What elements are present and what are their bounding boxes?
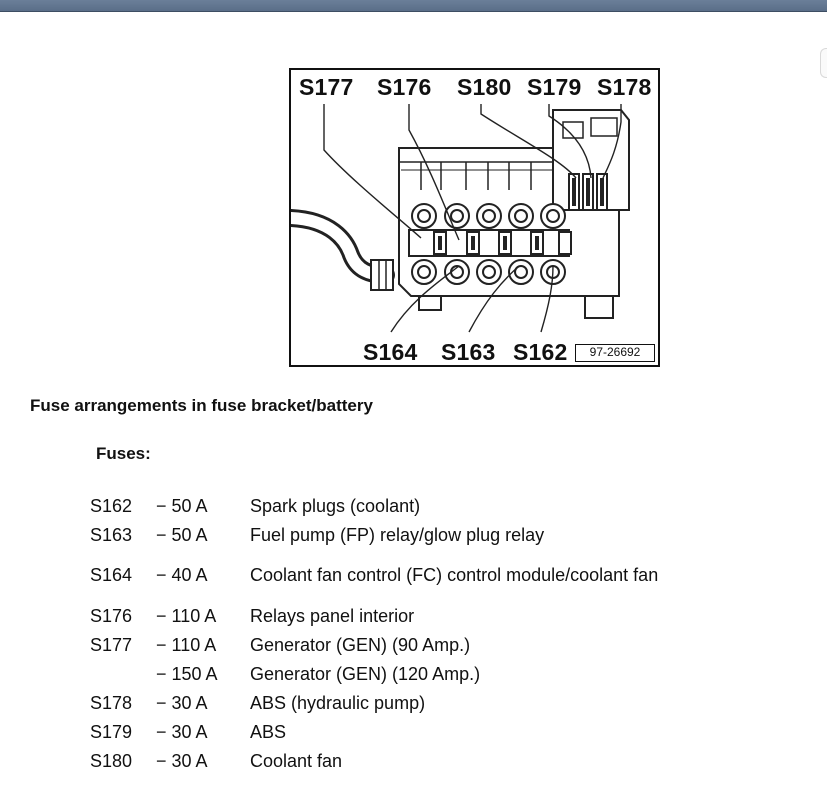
label-s177: S177 [299, 74, 354, 100]
table-row: S180 − 30 A Coolant fan [90, 746, 690, 775]
label-s176: S176 [377, 74, 432, 100]
fuse-description: Coolant fan control (FC) control module/… [250, 565, 659, 585]
scroll-tab[interactable] [820, 48, 827, 78]
label-s164: S164 [363, 339, 418, 365]
window-top-bar [0, 0, 827, 12]
fuse-id: S177 [90, 634, 133, 655]
fuse-amperage: − 30 A [156, 692, 208, 713]
fuse-description: Spark plugs (coolant) [250, 495, 421, 516]
table-row: S163 − 50 A Fuel pump (FP) relay/glow pl… [90, 520, 690, 549]
fuse-amperage: − 30 A [156, 721, 208, 742]
fuse-id: S179 [90, 721, 133, 742]
fuse-id: S178 [90, 692, 133, 713]
fuse-description: Fuel pump (FP) relay/glow plug relay [250, 524, 545, 545]
fuse-description: Generator (GEN) (90 Amp.) [250, 634, 471, 655]
table-row: − 150 A Generator (GEN) (120 Amp.) [90, 659, 690, 688]
table-row: S176 − 110 A Relays panel interior [90, 601, 690, 630]
label-s178: S178 [597, 74, 652, 100]
fuse-amperage: − 50 A [156, 495, 208, 516]
fuse-id: S163 [90, 524, 133, 545]
fuse-amperage: − 110 A [156, 605, 217, 626]
fuse-amperage: − 40 A [156, 565, 208, 585]
fuse-description: ABS [250, 721, 287, 742]
table-row: S178 − 30 A ABS (hydraulic pump) [90, 688, 690, 717]
table-row: S179 − 30 A ABS [90, 717, 690, 746]
table-row: S164 − 40 A Coolant fan control (FC) con… [90, 549, 690, 601]
fuses-label: Fuses: [96, 444, 151, 463]
fuse-amperage: − 50 A [156, 524, 208, 545]
fuse-id: S164 [90, 565, 133, 585]
section-heading: Fuse arrangements in fuse bracket/batter… [30, 396, 373, 415]
fuse-bracket-figure: S177 S176 S180 S179 S178 S164 S163 S162 … [289, 68, 660, 367]
fuse-id: S180 [90, 750, 133, 771]
label-s179: S179 [527, 74, 582, 100]
fuse-amperage: − 150 A [156, 663, 218, 684]
fuse-description: ABS (hydraulic pump) [250, 692, 426, 713]
fuse-id: S162 [90, 495, 133, 516]
fuse-bracket-illustration [291, 104, 630, 333]
fuse-description: Coolant fan [250, 750, 343, 771]
label-s162: S162 [513, 339, 568, 365]
fuse-description: Relays panel interior [250, 605, 415, 626]
label-s180: S180 [457, 74, 512, 100]
fuse-id [90, 659, 156, 688]
figure-reference-number: 97-26692 [575, 344, 655, 362]
fuse-amperage: − 30 A [156, 750, 208, 771]
fuse-id: S176 [90, 605, 133, 626]
table-row: S177 − 110 A Generator (GEN) (90 Amp.) [90, 630, 690, 659]
label-s163: S163 [441, 339, 496, 365]
fuse-table: S162 − 50 A Spark plugs (coolant) S163 −… [90, 491, 690, 775]
fuse-amperage: − 110 A [156, 634, 217, 655]
table-row: S162 − 50 A Spark plugs (coolant) [90, 491, 690, 520]
fuse-description: Generator (GEN) (120 Amp.) [250, 663, 481, 684]
